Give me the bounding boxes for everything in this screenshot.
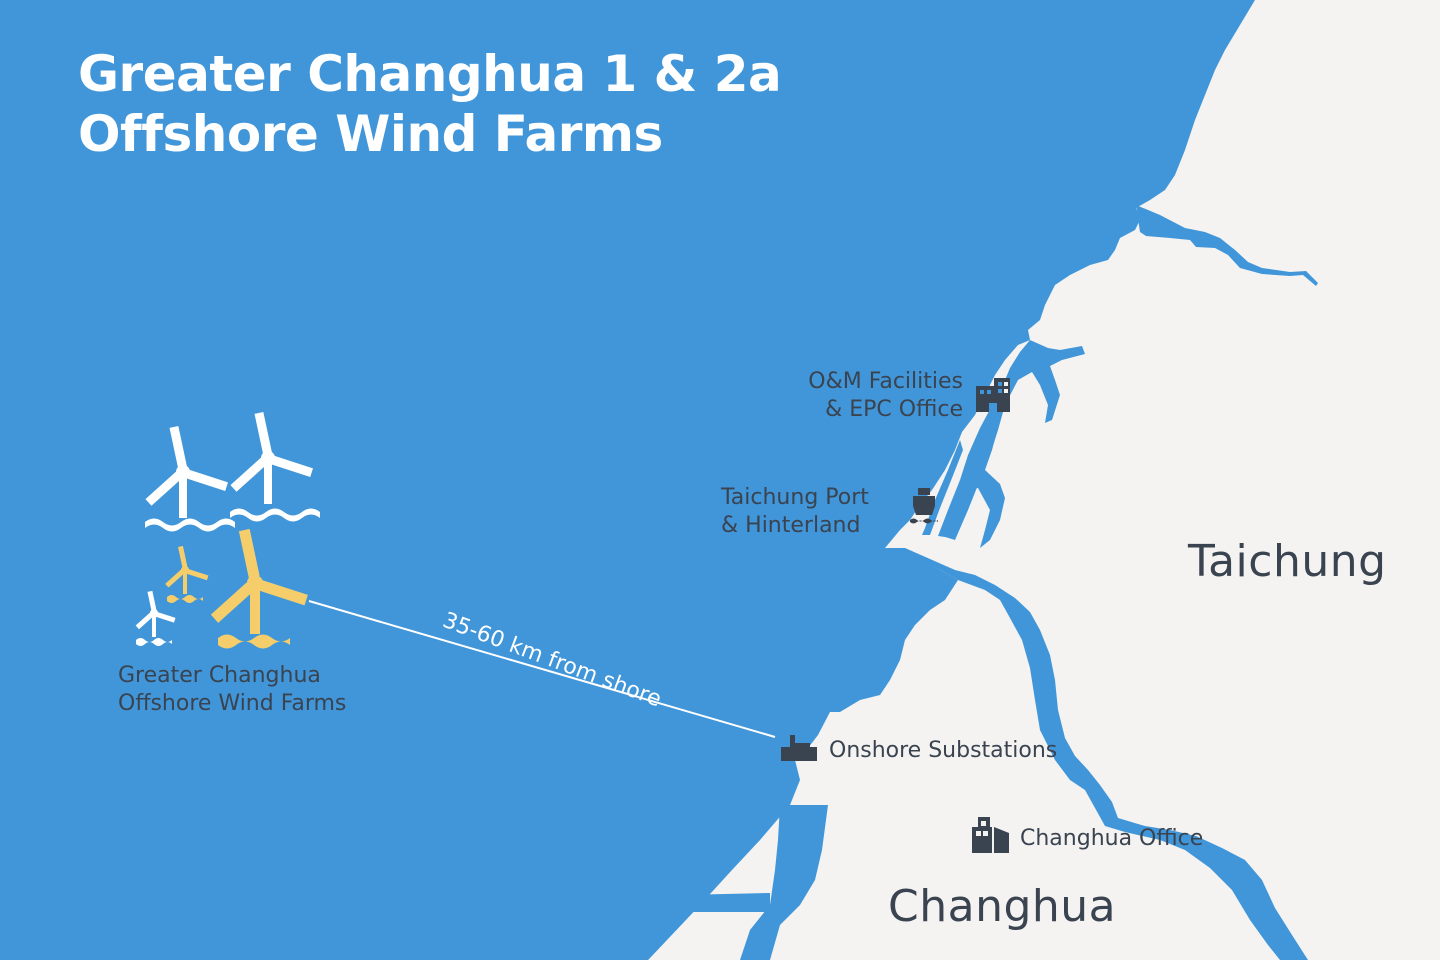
office-building-icon [972, 817, 1009, 853]
river-main [885, 548, 1308, 960]
taichung-port-label: Taichung Port & Hinterland [721, 484, 869, 540]
city-label-changhua: Changhua [888, 881, 1117, 932]
wind-farm-label: Greater Changhua Offshore Wind Farms [118, 662, 346, 718]
taichung-port-line-2: & Hinterland [721, 513, 861, 538]
wind-turbine-icon [135, 590, 176, 646]
office-building-icon [976, 378, 1010, 412]
wind-turbine-icon [145, 425, 235, 532]
om-facilities-label: O&M Facilities & EPC Office [808, 368, 963, 424]
taichung-port-line-1: Taichung Port [721, 485, 869, 510]
sea-inlet-south [648, 820, 770, 960]
title-line-1: Greater Changhua 1 & 2a [78, 45, 782, 103]
land-mass [648, 0, 1440, 960]
distance-line [308, 600, 776, 738]
om-facilities-line-1: O&M Facilities [808, 369, 963, 394]
city-label-taichung: Taichung [1188, 536, 1387, 587]
harbor-basin-south [740, 805, 828, 960]
wind-farm-label-line-1: Greater Changhua [118, 663, 321, 688]
om-facilities-line-2: & EPC Office [825, 397, 963, 422]
port-basin-inner [938, 395, 1005, 548]
wind-turbine-icon [230, 411, 320, 522]
page-title: Greater Changhua 1 & 2a Offshore Wind Fa… [78, 44, 782, 164]
port-channel [942, 340, 1085, 540]
title-line-2: Offshore Wind Farms [78, 105, 663, 163]
wind-turbine-icon [210, 528, 308, 649]
wind-turbine-icon [165, 545, 209, 603]
wind-farm-label-line-2: Offshore Wind Farms [118, 691, 347, 716]
river-north [1136, 205, 1318, 286]
ship-icon [910, 488, 938, 524]
sea-strip-south [682, 893, 770, 912]
changhua-office-label: Changhua Office [1020, 826, 1204, 851]
onshore-substations-label: Onshore Substations [829, 738, 1058, 763]
substation-icon [781, 735, 817, 761]
